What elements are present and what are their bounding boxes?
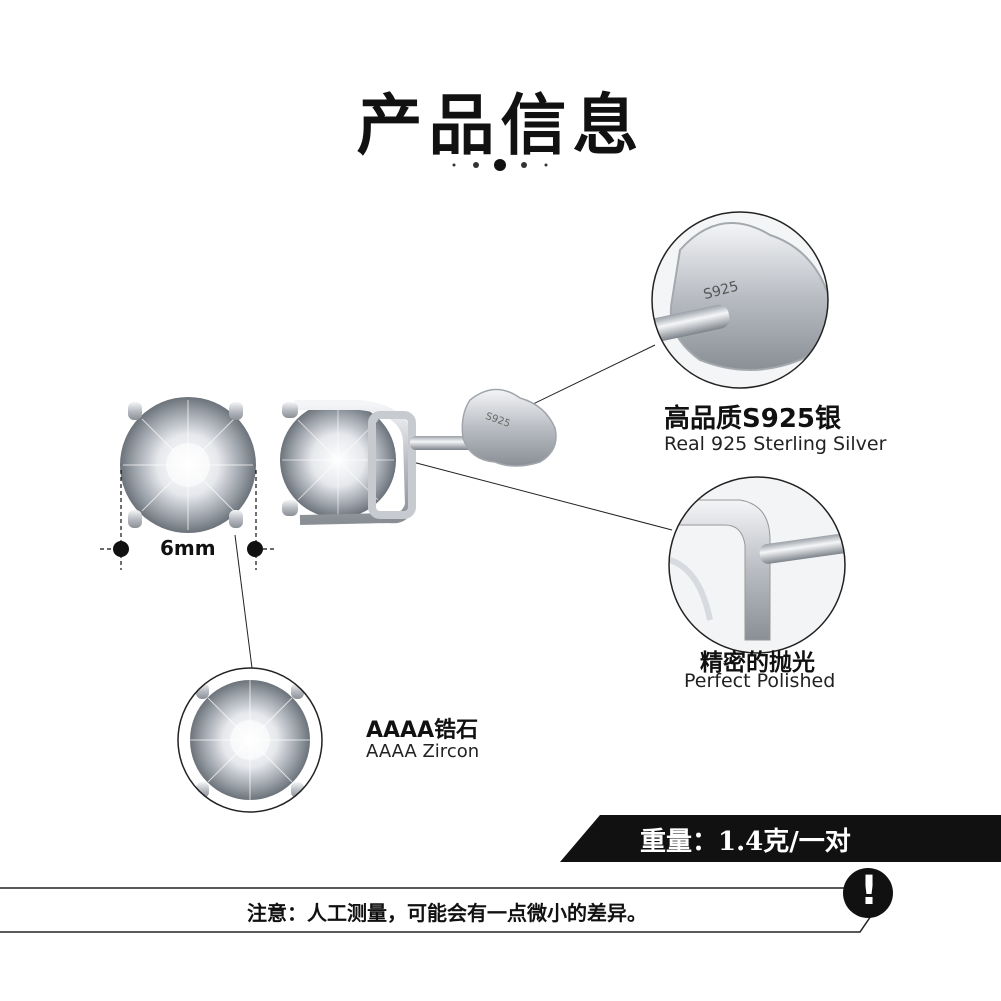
connector-line-polish — [404, 459, 673, 531]
dimension-dot-right — [247, 541, 263, 557]
polish-label-cn: 精密的抛光 — [700, 650, 815, 676]
weight-banner-bg — [560, 815, 1001, 862]
silver-label-en: Real 925 Sterling Silver — [664, 433, 887, 455]
title-dots-decoration — [452, 159, 548, 171]
silver-label-cn: 高品质S925银 — [664, 404, 841, 434]
dimension-dot-left — [113, 541, 129, 557]
weight-text: 重量：1.4克/一对 — [640, 827, 851, 857]
zircon-label-cn: AAAA锆石 — [366, 718, 479, 743]
notice-text: 注意：人工测量，可能会有一点微小的差异。 — [247, 901, 647, 925]
zircon-detail-circle — [177, 667, 323, 813]
polish-detail-circle — [668, 476, 846, 654]
connector-line-zircon — [234, 534, 253, 669]
front-gem-view — [120, 397, 256, 533]
page-title: 产品信息 — [356, 87, 645, 164]
zircon-label-en: AAAA Zircon — [366, 741, 480, 762]
silver-detail-circle: S925 — [651, 211, 829, 389]
notice-icon-bg — [843, 868, 893, 918]
exclamation-icon: ! — [859, 868, 879, 914]
dimension-label: 6mm — [160, 536, 216, 560]
side-earring-view: S925 — [280, 388, 557, 525]
polish-label-en: Perfect Polished — [684, 670, 836, 692]
